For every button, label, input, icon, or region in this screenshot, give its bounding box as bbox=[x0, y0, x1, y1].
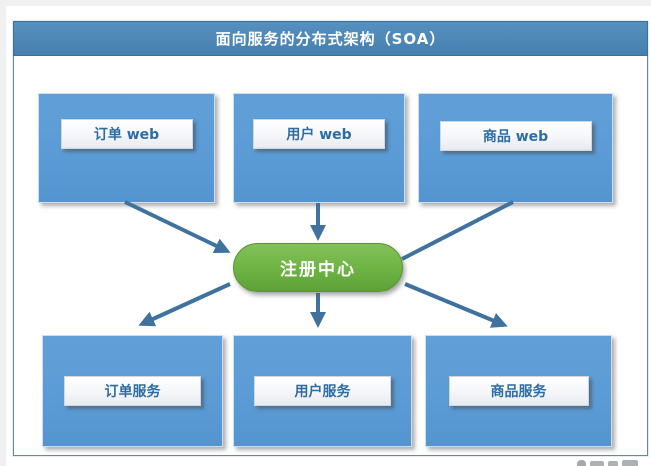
node-registry-center-label: 注册中心 bbox=[280, 260, 356, 280]
node-product-service-label: 商品服务 bbox=[448, 376, 589, 406]
node-order-service: 订单服务 bbox=[42, 335, 223, 447]
node-order-service-label: 订单服务 bbox=[64, 376, 201, 406]
node-user-service-label: 用户服务 bbox=[254, 376, 391, 406]
node-product-web-label: 商品 web bbox=[439, 121, 592, 151]
node-product-service: 商品服务 bbox=[425, 335, 612, 447]
node-user-service: 用户服务 bbox=[233, 335, 412, 447]
node-product-web: 商品 web bbox=[418, 93, 613, 203]
diagram-title: 面向服务的分布式架构（SOA） bbox=[215, 30, 446, 48]
watermark-mark bbox=[622, 460, 638, 466]
node-user-web: 用户 web bbox=[233, 93, 405, 203]
diagram-title-bar: 面向服务的分布式架构（SOA） bbox=[13, 21, 648, 56]
node-user-web-label: 用户 web bbox=[253, 119, 385, 149]
watermark-mark bbox=[590, 461, 604, 466]
node-order-web-label: 订单 web bbox=[60, 119, 193, 149]
node-registry-center: 注册中心 bbox=[233, 243, 403, 292]
node-order-web: 订单 web bbox=[38, 93, 215, 203]
watermark-mark bbox=[608, 461, 618, 466]
watermark-mark bbox=[577, 460, 586, 466]
watermark bbox=[577, 459, 649, 466]
